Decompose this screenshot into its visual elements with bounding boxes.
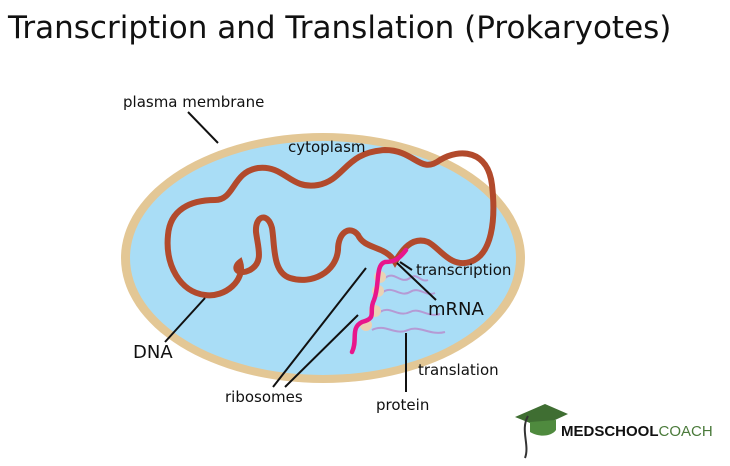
ribosome-pointer	[272, 267, 367, 388]
pointer-lines	[164, 111, 437, 392]
label-mrna: mRNA	[428, 299, 485, 320]
mrna	[349, 247, 409, 355]
label-cytoplasm: cytoplasm	[288, 138, 366, 156]
label-transcription: transcription	[416, 261, 511, 279]
transcription-pointer	[399, 261, 413, 271]
protein-strand	[379, 308, 441, 316]
protein-strand	[371, 326, 446, 334]
page-title: Transcription and Translation (Prokaryot…	[7, 10, 671, 46]
ribosome-pointer	[284, 314, 359, 388]
cytoplasm	[130, 141, 516, 375]
medschoolcoach-logo: MEDSCHOOLCOACH	[515, 404, 713, 459]
proteins	[371, 274, 446, 334]
label-protein: protein	[376, 396, 429, 414]
label-translation: translation	[418, 361, 499, 379]
protein-strand	[382, 288, 436, 295]
dna	[164, 146, 497, 299]
dna-pointer	[164, 297, 206, 343]
label-ribosomes: ribosomes	[225, 388, 303, 406]
label-dna: DNA	[133, 342, 173, 363]
protein-strand	[384, 274, 429, 282]
stethoscope-icon	[523, 415, 529, 459]
svg-text:MEDSCHOOLCOACH: MEDSCHOOLCOACH	[561, 423, 713, 440]
membrane-pointer	[187, 111, 219, 144]
graduation-cap-icon	[515, 404, 568, 427]
mrna-pointer	[396, 262, 437, 301]
label-plasma-membrane: plasma membrane	[123, 93, 264, 111]
